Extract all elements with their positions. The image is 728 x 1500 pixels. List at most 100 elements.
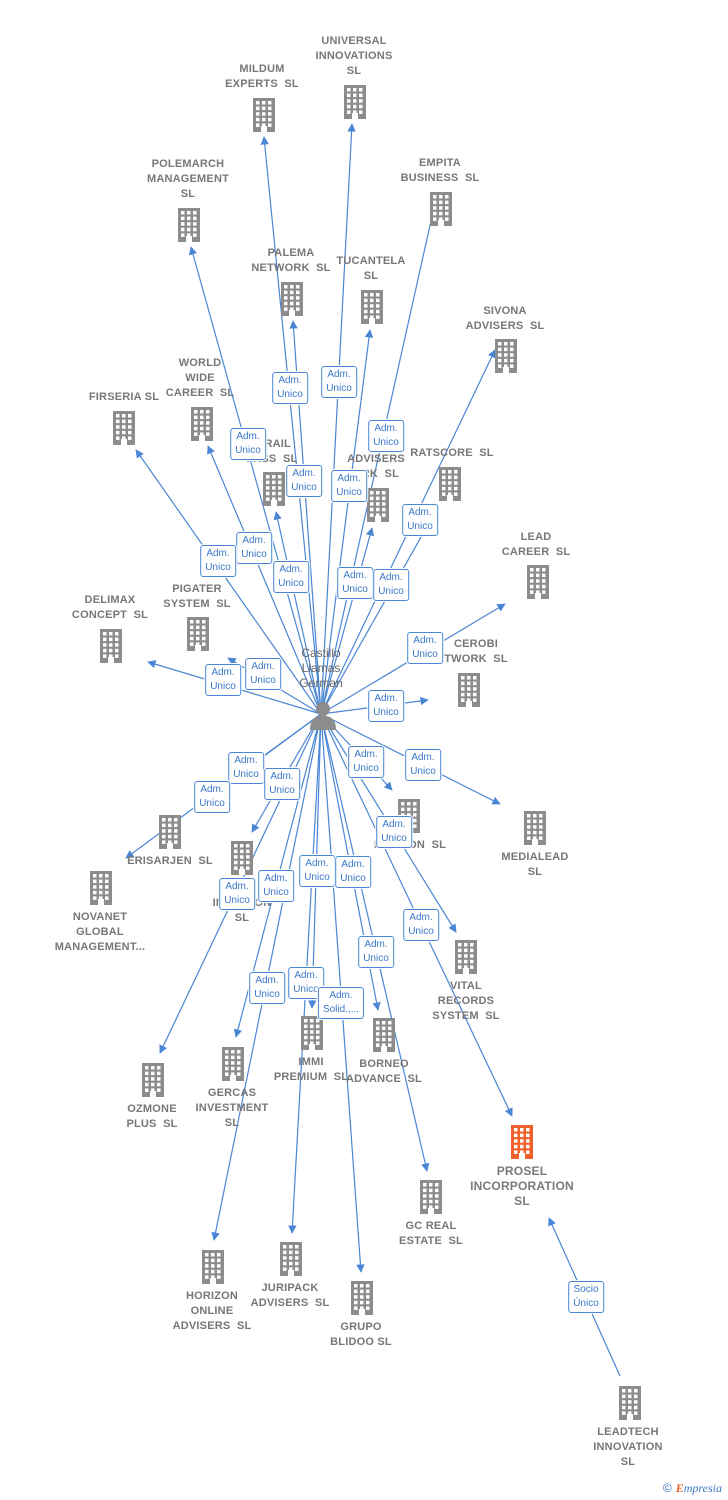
role-badge: Adm. Unico bbox=[194, 781, 230, 813]
building-icon[interactable] bbox=[157, 815, 183, 849]
building-icon[interactable] bbox=[418, 1180, 444, 1214]
role-badge: Socio Único bbox=[568, 1281, 604, 1313]
company-label-horizon[interactable]: HORIZON ONLINE ADVISERS SL bbox=[172, 1290, 252, 1332]
building-icon[interactable] bbox=[365, 488, 391, 522]
edge-empita bbox=[320, 202, 438, 715]
brand-name: mpresia bbox=[683, 1481, 722, 1495]
role-badge: Adm. Unico bbox=[368, 690, 404, 722]
company-label-empita[interactable]: EMPITA BUSINESS SL bbox=[400, 157, 480, 184]
role-badge: Adm. Unico bbox=[288, 967, 324, 999]
building-icon[interactable] bbox=[509, 1125, 535, 1159]
brand-e: E bbox=[675, 1481, 684, 1495]
building-icon[interactable] bbox=[279, 282, 305, 316]
role-badge: Adm. Unico bbox=[321, 366, 357, 398]
building-icon[interactable] bbox=[189, 407, 215, 441]
role-badge: Adm. Unico bbox=[402, 504, 438, 536]
company-label-sivona[interactable]: SIVONA ADVISERS SL bbox=[465, 305, 545, 332]
role-badge: Adm. Unico bbox=[335, 856, 371, 888]
company-label-mildum[interactable]: MILDUM EXPERTS SL bbox=[225, 63, 299, 90]
company-label-novanet[interactable]: NOVANET GLOBAL MANAGEMENT... bbox=[54, 911, 146, 953]
building-icon[interactable] bbox=[456, 673, 482, 707]
building-icon[interactable] bbox=[299, 1016, 325, 1050]
role-badge: Adm. Unico bbox=[299, 855, 335, 887]
building-icon[interactable] bbox=[359, 290, 385, 324]
building-icon[interactable] bbox=[185, 617, 211, 651]
role-badge: Adm. Unico bbox=[236, 532, 272, 564]
building-icon[interactable] bbox=[428, 192, 454, 226]
building-icon[interactable] bbox=[111, 411, 137, 445]
building-icon[interactable] bbox=[522, 811, 548, 845]
building-icon[interactable] bbox=[200, 1250, 226, 1284]
building-icon[interactable] bbox=[176, 208, 202, 242]
company-label-prosel[interactable]: PROSEL INCORPORATION SL bbox=[470, 1164, 574, 1208]
building-icon[interactable] bbox=[229, 841, 255, 875]
edge-universal bbox=[320, 123, 356, 715]
company-label-vital[interactable]: VITAL RECORDS SYSTEM SL bbox=[432, 980, 500, 1022]
company-label-gercas[interactable]: GERCAS INVESTMENT SL bbox=[195, 1087, 269, 1129]
edge-tucantela bbox=[320, 329, 374, 715]
edge-polemarch bbox=[188, 246, 322, 715]
company-label-pigater[interactable]: PIGATER SYSTEM SL bbox=[163, 583, 231, 610]
edge-ratscore bbox=[320, 506, 439, 715]
building-icon[interactable] bbox=[98, 629, 124, 663]
company-label-medialead[interactable]: MEDIALEAD SL bbox=[501, 851, 569, 878]
role-badge: Adm. Unico bbox=[407, 632, 443, 664]
role-badge: Adm. Unico bbox=[264, 768, 300, 800]
role-badge: Adm. Unico bbox=[331, 470, 367, 502]
role-badge: Adm. Unico bbox=[376, 816, 412, 848]
role-badge: Adm. Unico bbox=[273, 561, 309, 593]
company-label-universal[interactable]: UNIVERSAL INNOVATIONS SL bbox=[315, 35, 393, 77]
building-icon[interactable] bbox=[342, 85, 368, 119]
company-label-borneo[interactable]: BORNEO ADVANCE SL bbox=[346, 1058, 422, 1085]
copyright-icon: © bbox=[662, 1481, 672, 1495]
building-icon[interactable] bbox=[493, 339, 519, 373]
company-label-delimax[interactable]: DELIMAX CONCEPT SL bbox=[71, 594, 149, 621]
building-icon[interactable] bbox=[251, 98, 277, 132]
building-icon[interactable] bbox=[220, 1047, 246, 1081]
company-label-ozmone[interactable]: OZMONE PLUS SL bbox=[126, 1103, 178, 1130]
company-label-palema[interactable]: PALEMA NETWORK SL bbox=[251, 247, 331, 274]
company-label-worldwide[interactable]: WORLD WIDE CAREER SL bbox=[165, 357, 235, 399]
building-icon[interactable] bbox=[453, 940, 479, 974]
company-label-lead[interactable]: LEAD CAREER SL bbox=[501, 531, 571, 558]
role-badge: Adm. Unico bbox=[373, 569, 409, 601]
company-label-polemarch[interactable]: POLEMARCH MANAGEMENT SL bbox=[146, 158, 230, 200]
role-badge: Adm. Unico bbox=[358, 936, 394, 968]
role-badge: Adm. Unico bbox=[337, 567, 373, 599]
building-icon[interactable] bbox=[261, 472, 287, 506]
role-badge: Adm. Unico bbox=[368, 420, 404, 452]
role-badge: Adm. Unico bbox=[258, 870, 294, 902]
building-icon[interactable] bbox=[88, 871, 114, 905]
role-badge: Adm. Unico bbox=[405, 749, 441, 781]
role-badge: Adm. Unico bbox=[200, 545, 236, 577]
role-badge: Adm. Unico bbox=[403, 909, 439, 941]
role-badge: Adm. Unico bbox=[245, 658, 281, 690]
company-label-immi[interactable]: IMMI PREMIUM SL bbox=[273, 1056, 349, 1083]
company-label-leadtech[interactable]: LEADTECH INNOVATION SL bbox=[593, 1426, 663, 1468]
role-badge: Adm. Unico bbox=[272, 372, 308, 404]
company-label-gcreal[interactable]: GC REAL ESTATE SL bbox=[399, 1220, 463, 1247]
building-icon[interactable] bbox=[617, 1386, 643, 1420]
company-label-cerobi[interactable]: CEROBI TWORK SL bbox=[444, 638, 508, 665]
role-badge: Adm. Solid.,... bbox=[317, 987, 365, 1019]
company-label-firseria[interactable]: FIRSERIA SL bbox=[88, 391, 160, 403]
role-badge: Adm. Unico bbox=[249, 972, 285, 1004]
building-icon[interactable] bbox=[278, 1242, 304, 1276]
building-icon[interactable] bbox=[437, 467, 463, 501]
building-icon[interactable] bbox=[371, 1018, 397, 1052]
company-label-erisarjen[interactable]: ERISARJEN SL bbox=[127, 855, 213, 867]
role-badge: Adm. Unico bbox=[228, 752, 264, 784]
edge-cr bbox=[320, 527, 375, 715]
company-label-grupo[interactable]: GRUPO BLIDOO SL bbox=[330, 1321, 392, 1348]
edge-rail bbox=[273, 511, 322, 715]
building-icon[interactable] bbox=[525, 565, 551, 599]
company-label-juripack[interactable]: JURIPACK ADVISERS SL bbox=[250, 1282, 330, 1309]
edge-mildum bbox=[260, 136, 322, 715]
role-badge: Adm. Unico bbox=[348, 746, 384, 778]
person-icon[interactable] bbox=[309, 700, 337, 730]
company-label-tucantela[interactable]: TUCANTELA SL bbox=[336, 255, 406, 282]
building-icon[interactable] bbox=[140, 1063, 166, 1097]
person-name[interactable]: Castillo Llamas German bbox=[299, 646, 343, 690]
company-label-ratscore[interactable]: RATSCORE SL bbox=[410, 447, 494, 459]
building-icon[interactable] bbox=[349, 1281, 375, 1315]
